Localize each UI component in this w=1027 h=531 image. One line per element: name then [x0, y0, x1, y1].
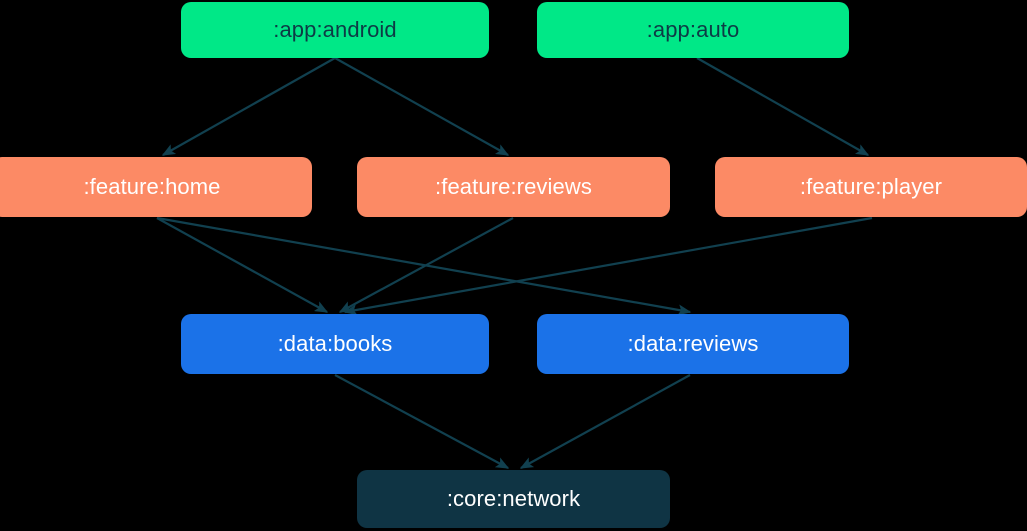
node-data-books[interactable]: :data:books	[181, 314, 489, 374]
edge-app-android-to-feature-home	[161, 57, 336, 156]
node-label-feature-player: :feature:player	[799, 174, 943, 199]
edge-feature-home-to-data-books	[156, 217, 329, 313]
edge-feature-reviews-to-data-books	[338, 217, 514, 313]
node-feature-home[interactable]: :feature:home	[0, 157, 312, 217]
node-data-reviews[interactable]: :data:reviews	[537, 314, 849, 374]
node-label-data-books: :data:books	[277, 331, 393, 356]
node-label-feature-home: :feature:home	[83, 174, 221, 199]
node-label-data-reviews: :data:reviews	[627, 331, 759, 356]
node-app-auto[interactable]: :app:auto	[537, 2, 849, 58]
edge-feature-player-to-data-books	[343, 216, 873, 316]
edge-feature-home-to-data-reviews	[156, 216, 692, 316]
node-label-feature-reviews: :feature:reviews	[435, 174, 592, 199]
node-feature-reviews[interactable]: :feature:reviews	[357, 157, 670, 217]
node-app-android[interactable]: :app:android	[181, 2, 489, 58]
node-core-network[interactable]: :core:network	[357, 470, 670, 528]
node-feature-player[interactable]: :feature:player	[715, 157, 1027, 217]
node-label-app-android: :app:android	[273, 17, 397, 42]
node-label-core-network: :core:network	[446, 486, 581, 511]
edge-app-auto-to-feature-player	[696, 57, 870, 156]
node-label-app-auto: :app:auto	[646, 17, 740, 42]
edge-app-android-to-feature-reviews	[334, 57, 510, 156]
edge-data-reviews-to-core-network	[519, 374, 691, 469]
edge-data-books-to-core-network	[334, 374, 510, 469]
